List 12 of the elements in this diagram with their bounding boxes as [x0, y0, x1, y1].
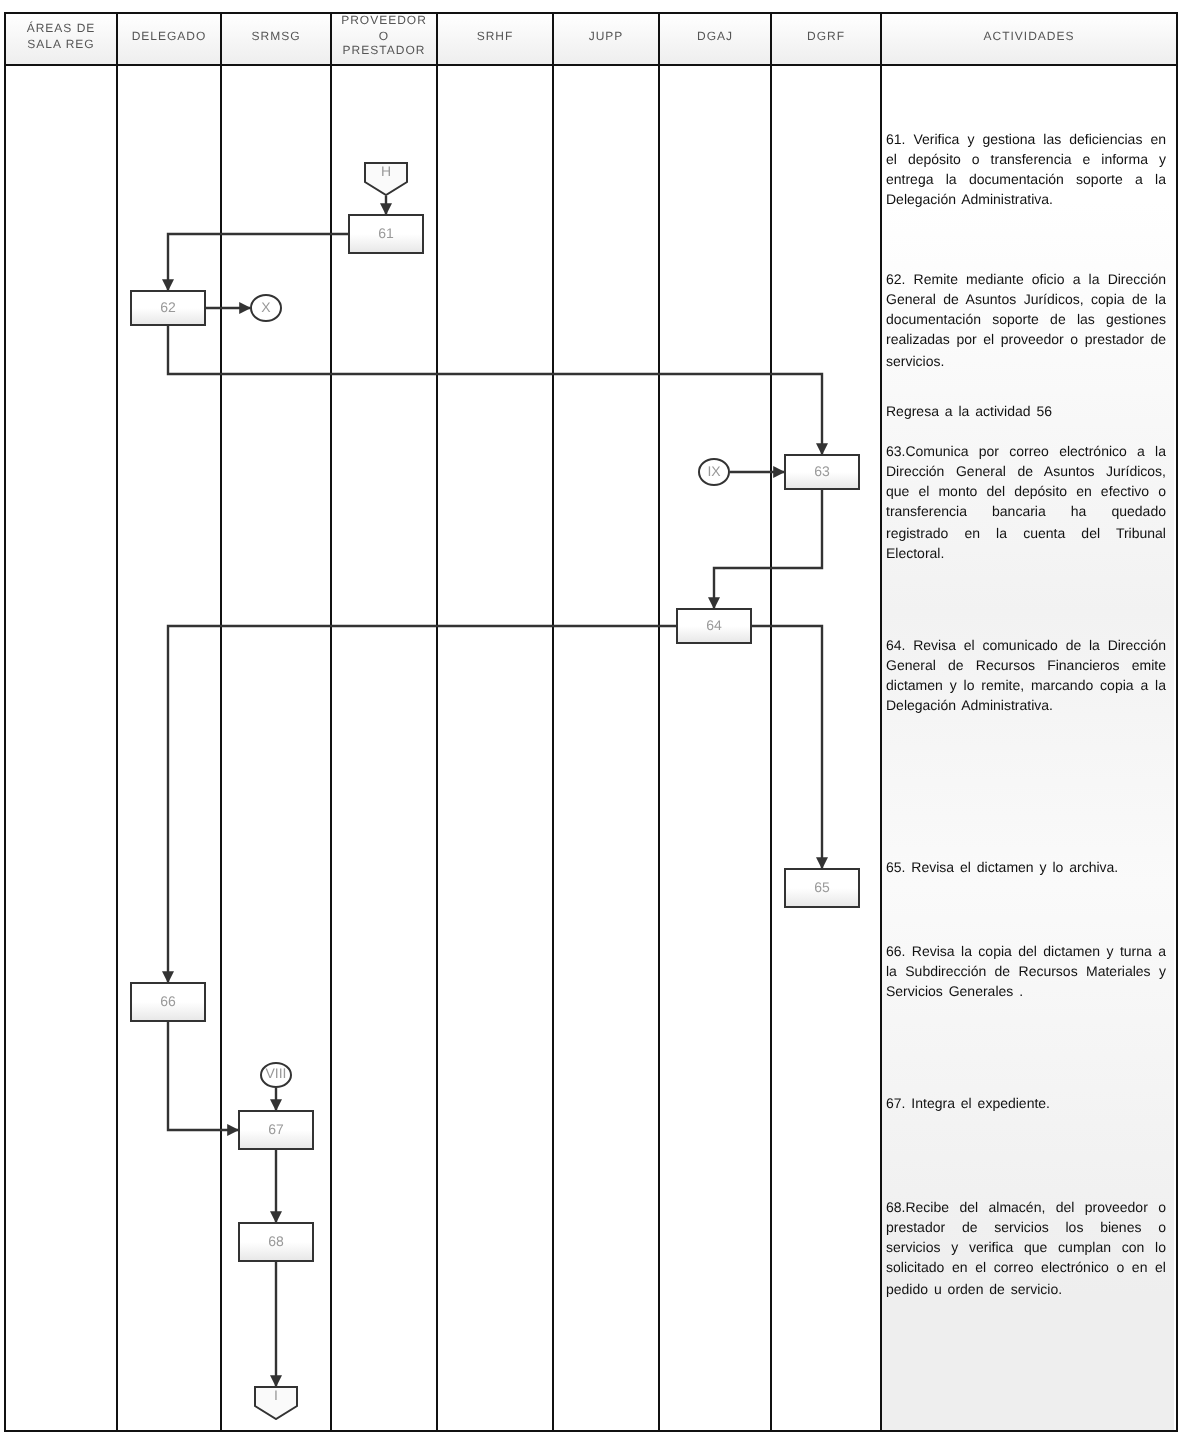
arrow: [752, 624, 828, 870]
arrow: [270, 1262, 282, 1388]
arrow: [270, 1150, 282, 1224]
arrow: [162, 624, 676, 984]
arrow: [166, 326, 828, 456]
arrow: [162, 232, 348, 292]
arrow: [708, 490, 824, 610]
arrow: [380, 196, 392, 216]
arrow: [270, 1088, 282, 1112]
arrow: [730, 466, 786, 478]
arrow: [206, 302, 252, 314]
arrow: [166, 1022, 240, 1136]
